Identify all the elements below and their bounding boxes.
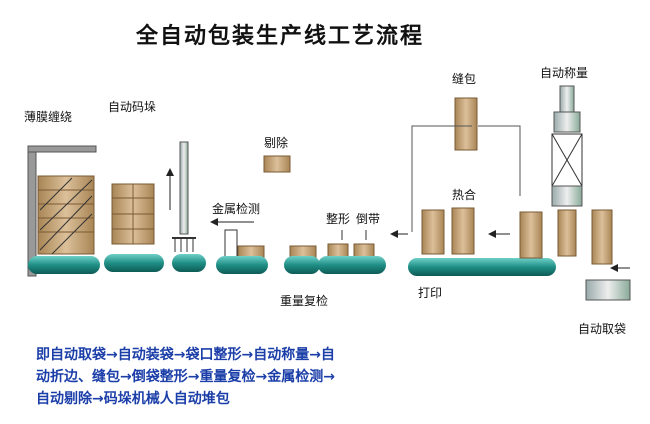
reject-bag [263,155,291,173]
label-heat-seal: 热合 [452,188,477,202]
process-description: 即自动取袋→自动装袋→袋口整形→自动称量→自 动折边、缝包→倒袋整形→重量复检→… [36,344,456,410]
weight-check-conveyor [284,245,320,274]
description-line-2: 动折边、缝包→倒袋整形→重量复检→金属检测→ [36,369,335,385]
label-weight-check: 重量复检 [280,294,329,308]
diagram-title: 全自动包装生产线工艺流程 [135,24,424,49]
label-print: 打印 [418,286,443,300]
label-auto-bag: 自动取袋 [578,322,627,336]
label-metal-detect: 金属检测 [212,202,261,216]
label-auto-stack: 自动码垛 [108,100,157,114]
description-line-3: 自动剔除→码垛机械人自动堆包 [36,391,230,407]
stacking-robot [166,141,206,272]
heat-seal-bags [421,207,543,259]
sewing-bag [411,97,521,232]
weighing-tower [551,85,583,257]
shaping-conveyor [318,230,386,274]
label-film-wrap: 薄膜缠绕 [24,110,73,124]
film-wrapper [27,145,100,277]
label-shaping: 整形 [326,212,351,226]
bag-magazine [585,209,631,301]
pallet-stack [104,183,164,272]
label-reject: 剔除 [264,136,289,150]
main-conveyor [390,230,556,276]
metal-detector [210,218,268,274]
label-auto-weigh: 自动称量 [540,66,589,80]
label-invert: 倒带 [356,212,381,226]
description-line-1: 即自动取袋→自动装袋→袋口整形→自动称量→自 [36,347,335,363]
label-sew: 缝包 [452,72,477,86]
